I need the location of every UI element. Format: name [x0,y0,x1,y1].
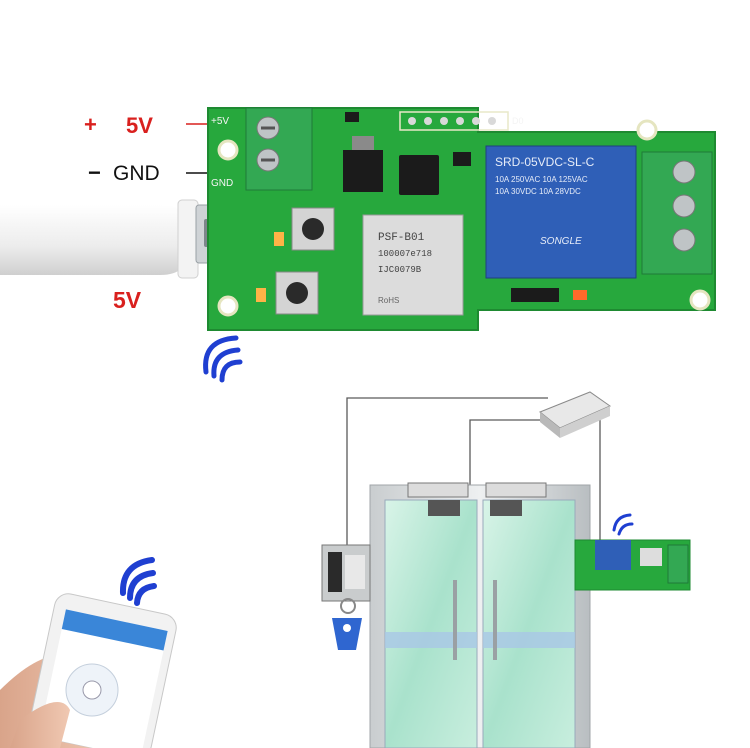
plus-label: + [84,112,97,137]
svg-text:PSF-B01: PSF-B01 [378,232,425,244]
gnd-label: GND [113,162,160,185]
pin-header [399,111,509,131]
svg-text:SRD-05VDC-SL-C: SRD-05VDC-SL-C [495,155,595,169]
usb-cable [0,199,243,279]
wifi-signal-icon-phone [119,557,157,606]
power-supply [539,391,612,438]
silk-gnd: GND [211,178,233,189]
phone-in-hand [0,593,177,748]
relay-terminal-block [641,151,713,275]
led-relay [573,290,587,300]
5v-terminal-label: 5V [126,113,153,138]
svg-text:RoHS: RoHS [378,296,399,305]
glass-door [369,482,591,748]
rfid-key-fob [332,598,362,650]
svg-text:SONGLE: SONGLE [540,236,582,247]
relay: SRD-05VDC-SL-C 10A 250VAC 10A 125VAC 10A… [485,145,637,279]
led-left-bottom [256,288,266,302]
silk-header-mark: D0 [512,116,524,126]
power-terminal-block [245,107,313,191]
access-keypad [321,544,371,602]
installed-relay-board [574,539,691,591]
relay-board: +5V GND D0 [207,107,716,331]
svg-text:10A 250VAC 10A 125VAC: 10A 250VAC 10A 125VAC [495,175,588,184]
wifi-signal-icon [203,335,243,383]
svg-text:10A 30VDC 10A 28VDC: 10A 30VDC 10A 28VDC [495,187,581,196]
minus-label: − [88,160,101,185]
led-left-top [274,232,284,246]
silk-plus5v: +5V [211,116,229,127]
svg-text:100007e718: 100007e718 [378,249,432,259]
svg-text:IJC0079B: IJC0079B [378,265,422,275]
wifi-signal-icon-small [612,513,634,536]
push-button-bottom [275,271,319,315]
push-button-top [291,207,335,251]
5v-usb-label: 5V [113,287,142,313]
wifi-module: PSF-B01 100007e718 IJC0079B RoHS [362,214,464,316]
